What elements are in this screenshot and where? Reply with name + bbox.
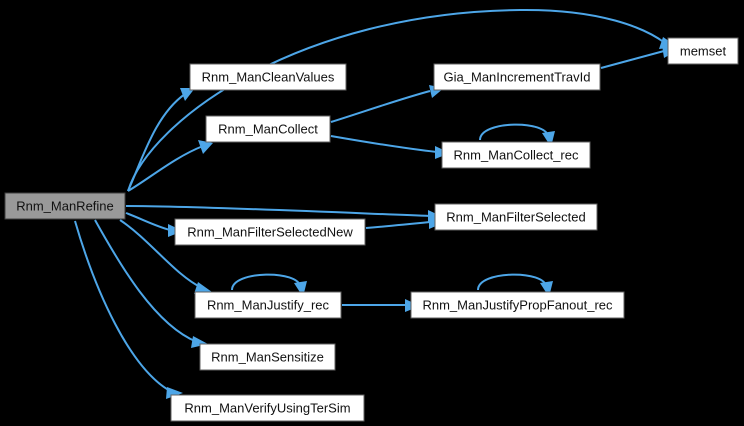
node-label: Rnm_ManVerifyUsingTerSim: [184, 400, 350, 415]
arrowhead-icon: [180, 88, 195, 101]
arrowhead-icon: [194, 282, 212, 294]
edge-line: [74, 220, 173, 393]
call-edge-rnm_manrefine-to-rnm_manjustify_rec: [119, 219, 212, 294]
call-edge-rnm_manrefine-to-rnm_manfilterselectednew: [125, 212, 183, 237]
node-label: Rnm_ManFilterSelected: [446, 209, 585, 224]
node-box[interactable]: [205, 115, 331, 143]
node-box[interactable]: [199, 343, 336, 371]
edge-layer: [74, 8, 678, 399]
graph-node-rnm_mansensitize[interactable]: Rnm_ManSensitize: [199, 343, 336, 371]
arrowhead-icon: [198, 140, 213, 154]
graph-node-rnm_manfilterselectednew[interactable]: Rnm_ManFilterSelectedNew: [174, 218, 366, 246]
call-edge-rnm_manrefine-to-rnm_mancollect: [127, 140, 213, 192]
edge-line: [125, 212, 171, 231]
node-box[interactable]: [4, 192, 126, 220]
node-box[interactable]: [174, 218, 366, 246]
node-box[interactable]: [170, 394, 365, 422]
edge-line: [125, 205, 431, 217]
node-box[interactable]: [667, 37, 739, 65]
edge-line: [127, 145, 204, 192]
call-edge-rnm_manfilterselectednew-to-rnm_manfilterselected: [365, 216, 443, 229]
node-label: Rnm_ManCollect_rec: [454, 147, 579, 162]
node-label: Rnm_ManFilterSelectedNew: [187, 224, 353, 239]
node-box[interactable]: [441, 141, 591, 169]
node-label: Rnm_ManCollect: [218, 121, 318, 136]
graph-node-rnm_manjustifypropfanout_rec[interactable]: Rnm_ManJustifyPropFanout_rec: [410, 291, 625, 319]
graph-node-rnm_manverifyusingtersim[interactable]: Rnm_ManVerifyUsingTerSim: [170, 394, 365, 422]
graph-node-rnm_mancleanvalues[interactable]: Rnm_ManCleanValues: [189, 63, 347, 91]
edge-line: [330, 135, 438, 153]
edge-line: [479, 123, 549, 141]
graph-node-rnm_mancollect[interactable]: Rnm_ManCollect: [205, 115, 331, 143]
node-label: Rnm_ManJustifyPropFanout_rec: [422, 297, 613, 312]
edge-line: [600, 50, 665, 69]
node-label: Rnm_ManCleanValues: [202, 69, 335, 84]
edge-line: [94, 219, 198, 343]
node-box[interactable]: [410, 291, 625, 319]
graph-node-rnm_manjustify_rec[interactable]: Rnm_ManJustify_rec: [194, 291, 342, 319]
call-edge-rnm_mancollect-to-gia_manincrementtravid: [330, 85, 444, 123]
node-layer: Rnm_ManRefine Rnm_ManCleanValuesRnm_ManCo…: [4, 37, 739, 422]
call-edge-rnm_manrefine-to-rnm_manverifyusingtersim: [74, 220, 183, 399]
graph-node-rnm_manfilterselected[interactable]: Rnm_ManFilterSelected: [434, 203, 598, 231]
node-label: Rnm_ManJustify_rec: [207, 297, 330, 312]
node-label: Rnm_ManSensitize: [211, 349, 324, 364]
call-edge-gia_manincrementtravid-to-memset: [600, 45, 678, 69]
edge-line: [119, 219, 203, 289]
node-label: Gia_ManIncrementTravId: [444, 69, 591, 84]
node-box[interactable]: [434, 203, 598, 231]
graph-node-gia_manincrementtravid[interactable]: Gia_ManIncrementTravId: [433, 63, 601, 91]
arrowhead-icon: [166, 387, 183, 399]
node-box[interactable]: [194, 291, 342, 319]
call-edge-rnm_manrefine-to-memset: [127, 8, 678, 192]
edge-line: [330, 90, 431, 123]
edge-line: [127, 8, 666, 192]
edge-line: [231, 273, 301, 291]
node-box[interactable]: [433, 63, 601, 91]
call-edge-rnm_manrefine-to-rnm_mancleanvalues: [127, 88, 195, 192]
call-edge-rnm_mancollect-to-rnm_mancollect_rec: [330, 135, 450, 159]
edge-line: [365, 221, 431, 229]
graph-node-rnm_manrefine[interactable]: Rnm_ManRefine: [4, 192, 126, 220]
call-edge-rnm_manjustify_rec-to-rnm_manjustifypropfanout_rec: [342, 299, 420, 312]
edge-line: [477, 273, 547, 291]
node-label: Rnm_ManRefine: [16, 198, 114, 213]
edge-line: [127, 93, 186, 192]
graph-node-rnm_mancollect_rec[interactable]: Rnm_ManCollect_rec: [441, 141, 591, 169]
graph-node-memset[interactable]: memset: [667, 37, 739, 65]
node-box[interactable]: [189, 63, 347, 91]
node-label: memset: [680, 43, 727, 58]
